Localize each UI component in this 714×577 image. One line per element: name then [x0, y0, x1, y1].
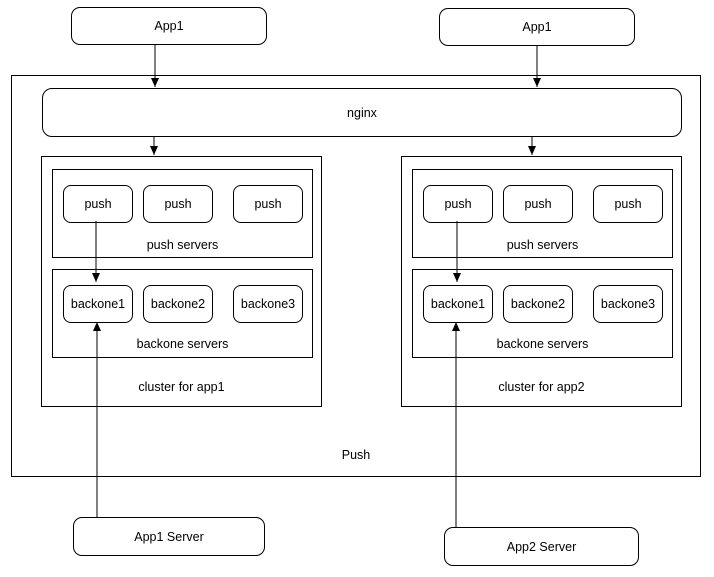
node-cluster2-backone2: backone2 [503, 285, 573, 323]
group-cluster-app1: push push push push servers backone1 bac… [41, 156, 322, 407]
node-cluster1-backone1: backone1 [63, 285, 133, 323]
node-cluster2-push-2-label: push [524, 197, 552, 211]
node-cluster2-push-2: push [503, 185, 573, 223]
node-cluster1-push-1-label: push [84, 197, 112, 211]
node-app1-client-left-label: App1 [154, 19, 184, 33]
node-cluster1-backone2-label: backone2 [150, 297, 206, 311]
node-nginx-label: nginx [347, 105, 377, 120]
node-cluster2-backone1-label: backone1 [430, 297, 486, 311]
group-cluster-app2-label: cluster for app2 [498, 380, 585, 394]
node-cluster2-backone2-label: backone2 [510, 297, 566, 311]
node-nginx: nginx [42, 88, 682, 137]
node-app1-server-label: App1 Server [134, 529, 204, 544]
group-cluster1-backone-servers-label: backone servers [136, 337, 229, 351]
group-cluster2-push-servers: push push push push servers [412, 169, 673, 258]
group-cluster-app2: push push push push servers backone1 bac… [401, 156, 682, 407]
group-cluster-app1-label: cluster for app1 [138, 380, 225, 394]
node-cluster2-backone3-label: backone3 [600, 297, 656, 311]
node-cluster1-backone1-label: backone1 [70, 297, 126, 311]
node-cluster1-push-2-label: push [164, 197, 192, 211]
node-cluster1-backone3-label: backone3 [240, 297, 296, 311]
group-cluster1-push-servers-label: push servers [146, 238, 219, 252]
group-push-boundary-label: Push [341, 448, 371, 462]
node-app1-client-right: App1 [439, 8, 635, 46]
node-cluster2-push-1: push [423, 185, 493, 223]
node-cluster1-backone3: backone3 [233, 285, 303, 323]
node-cluster1-backone2: backone2 [143, 285, 213, 323]
node-cluster1-push-1: push [63, 185, 133, 223]
node-cluster1-push-3-label: push [254, 197, 282, 211]
group-cluster2-push-servers-label: push servers [506, 238, 579, 252]
node-app1-server: App1 Server [73, 517, 265, 556]
node-app2-server-label: App2 Server [506, 539, 577, 554]
group-cluster2-backone-servers-label: backone servers [496, 337, 589, 351]
node-cluster2-push-3: push [593, 185, 663, 223]
node-cluster1-push-3: push [233, 185, 303, 223]
group-cluster2-backone-servers: backone1 backone2 backone3 backone serve… [412, 269, 673, 358]
node-cluster2-push-1-label: push [444, 197, 472, 211]
group-cluster1-backone-servers: backone1 backone2 backone3 backone serve… [52, 269, 313, 358]
node-cluster2-backone3: backone3 [593, 285, 663, 323]
node-app1-client-right-label: App1 [522, 20, 552, 34]
group-cluster1-push-servers: push push push push servers [52, 169, 313, 258]
node-cluster1-push-2: push [143, 185, 213, 223]
node-cluster2-push-3-label: push [614, 197, 642, 211]
node-cluster2-backone1: backone1 [423, 285, 493, 323]
node-app2-server: App2 Server [444, 527, 639, 566]
node-app1-client-left: App1 [71, 7, 267, 45]
